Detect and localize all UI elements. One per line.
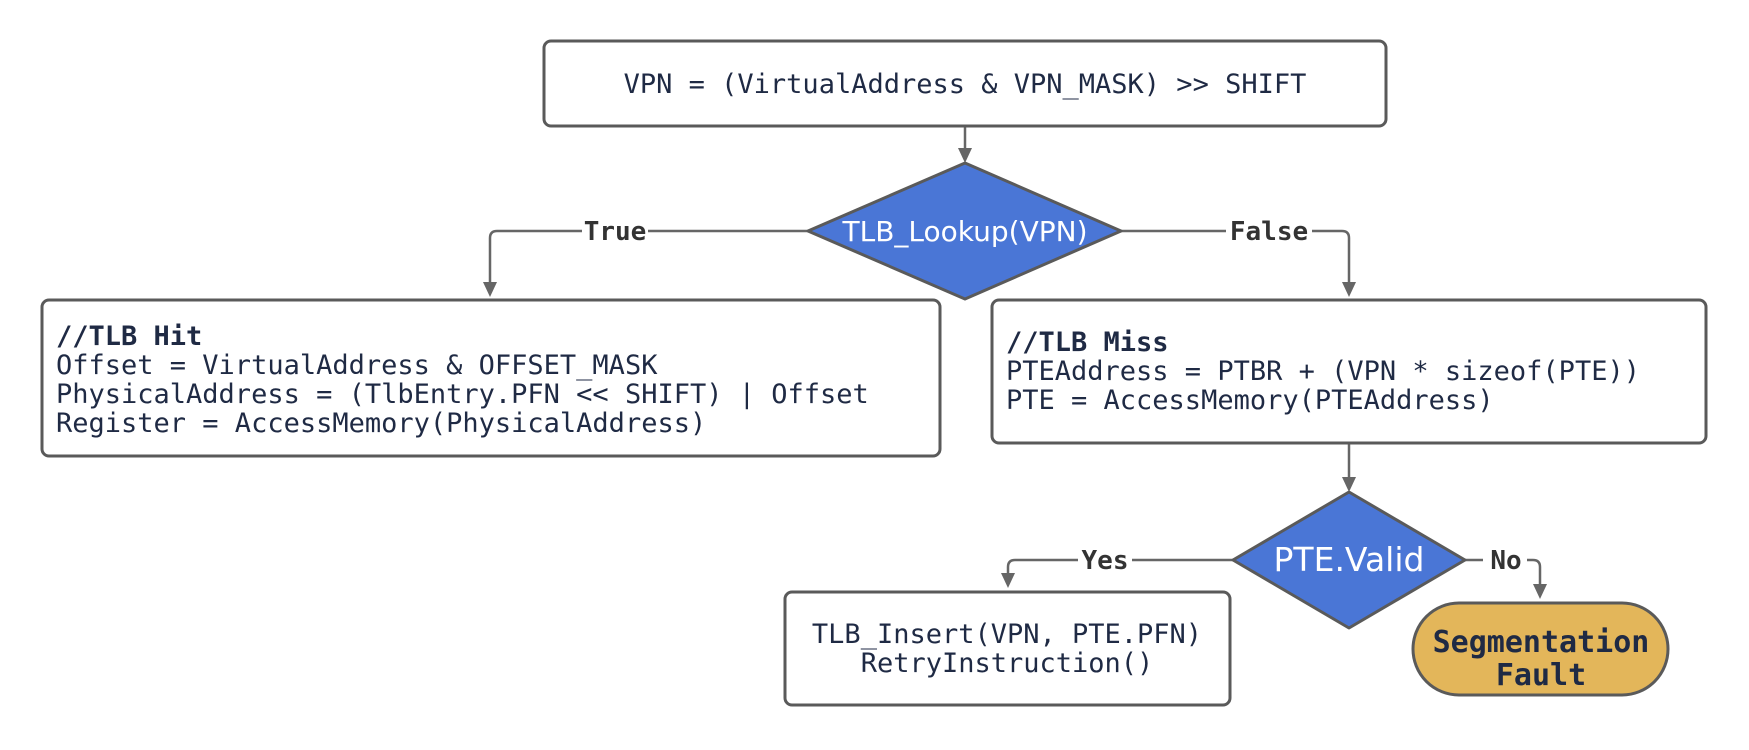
arrowhead-true [483,282,497,297]
tlb-lookup-node: TLB_Lookup(VPN) [806,161,1123,301]
arrowhead-yes [1001,573,1015,588]
pte-valid-diamond [1231,490,1467,630]
tlb-miss-box [990,298,1708,445]
arrowhead-no [1533,584,1547,599]
arrowhead-false [1342,282,1356,297]
edge-true [488,229,808,284]
arrowhead-miss-to-valid [1342,477,1356,492]
edge-label-true: True [584,217,647,247]
tlb-lookup-diamond [806,161,1123,301]
no-label-bg [1483,544,1527,576]
seg-fault-line-2: Fault [1496,658,1586,693]
tlb-miss-node: //TLB Miss PTEAddress = PTBR + (VPN * si… [990,298,1708,445]
seg-fault-line-1: Segmentation [1433,625,1650,660]
tlb-hit-line-3: Register = AccessMemory(PhysicalAddress) [56,408,706,439]
connectors [483,126,1547,599]
tlb-miss-heading: //TLB Miss [1006,327,1169,358]
tlb-insert-line-1: TLB_Insert(VPN, PTE.PFN) [812,619,1202,650]
tlb-hit-heading: //TLB Hit [56,321,202,352]
edge-labels: True False Yes No [582,215,1527,576]
pte-valid-node: PTE.Valid [1231,490,1467,630]
yes-label-bg [1078,544,1132,576]
edge-no [1465,558,1542,586]
tlb-miss-line-1: PTEAddress = PTBR + (VPN * sizeof(PTE)) [1006,356,1640,387]
seg-fault-node: Segmentation Fault [1411,601,1670,697]
tlb-insert-box [783,590,1232,707]
tlb-hit-box [40,298,942,458]
vpn-calc-line: VPN = (VirtualAddress & VPN_MASK) >> SHI… [624,69,1307,100]
edge-label-no: No [1490,546,1521,576]
edge-false [1121,229,1351,284]
edge-label-false: False [1230,217,1308,247]
edge-label-yes: Yes [1082,546,1129,576]
false-label-bg [1226,215,1312,247]
seg-fault-terminal [1411,601,1670,697]
tlb-insert-node: TLB_Insert(VPN, PTE.PFN) RetryInstructio… [783,590,1232,707]
tlb-hit-line-1: Offset = VirtualAddress & OFFSET_MASK [56,350,658,381]
arrowhead-vpn-to-lookup [958,148,972,163]
tlb-lookup-label: TLB_Lookup(VPN) [842,215,1088,248]
edge-yes [1006,558,1233,575]
tlb-insert-line-2: RetryInstruction() [861,648,1154,679]
pte-valid-label: PTE.Valid [1274,540,1425,579]
true-label-bg [582,215,648,247]
tlb-hit-node: //TLB Hit Offset = VirtualAddress & OFFS… [40,298,942,458]
vpn-calc-box [542,39,1388,128]
vpn-calc-node: VPN = (VirtualAddress & VPN_MASK) >> SHI… [542,39,1388,128]
tlb-hit-line-2: PhysicalAddress = (TlbEntry.PFN << SHIFT… [56,379,869,410]
tlb-miss-line-2: PTE = AccessMemory(PTEAddress) [1006,385,1494,416]
